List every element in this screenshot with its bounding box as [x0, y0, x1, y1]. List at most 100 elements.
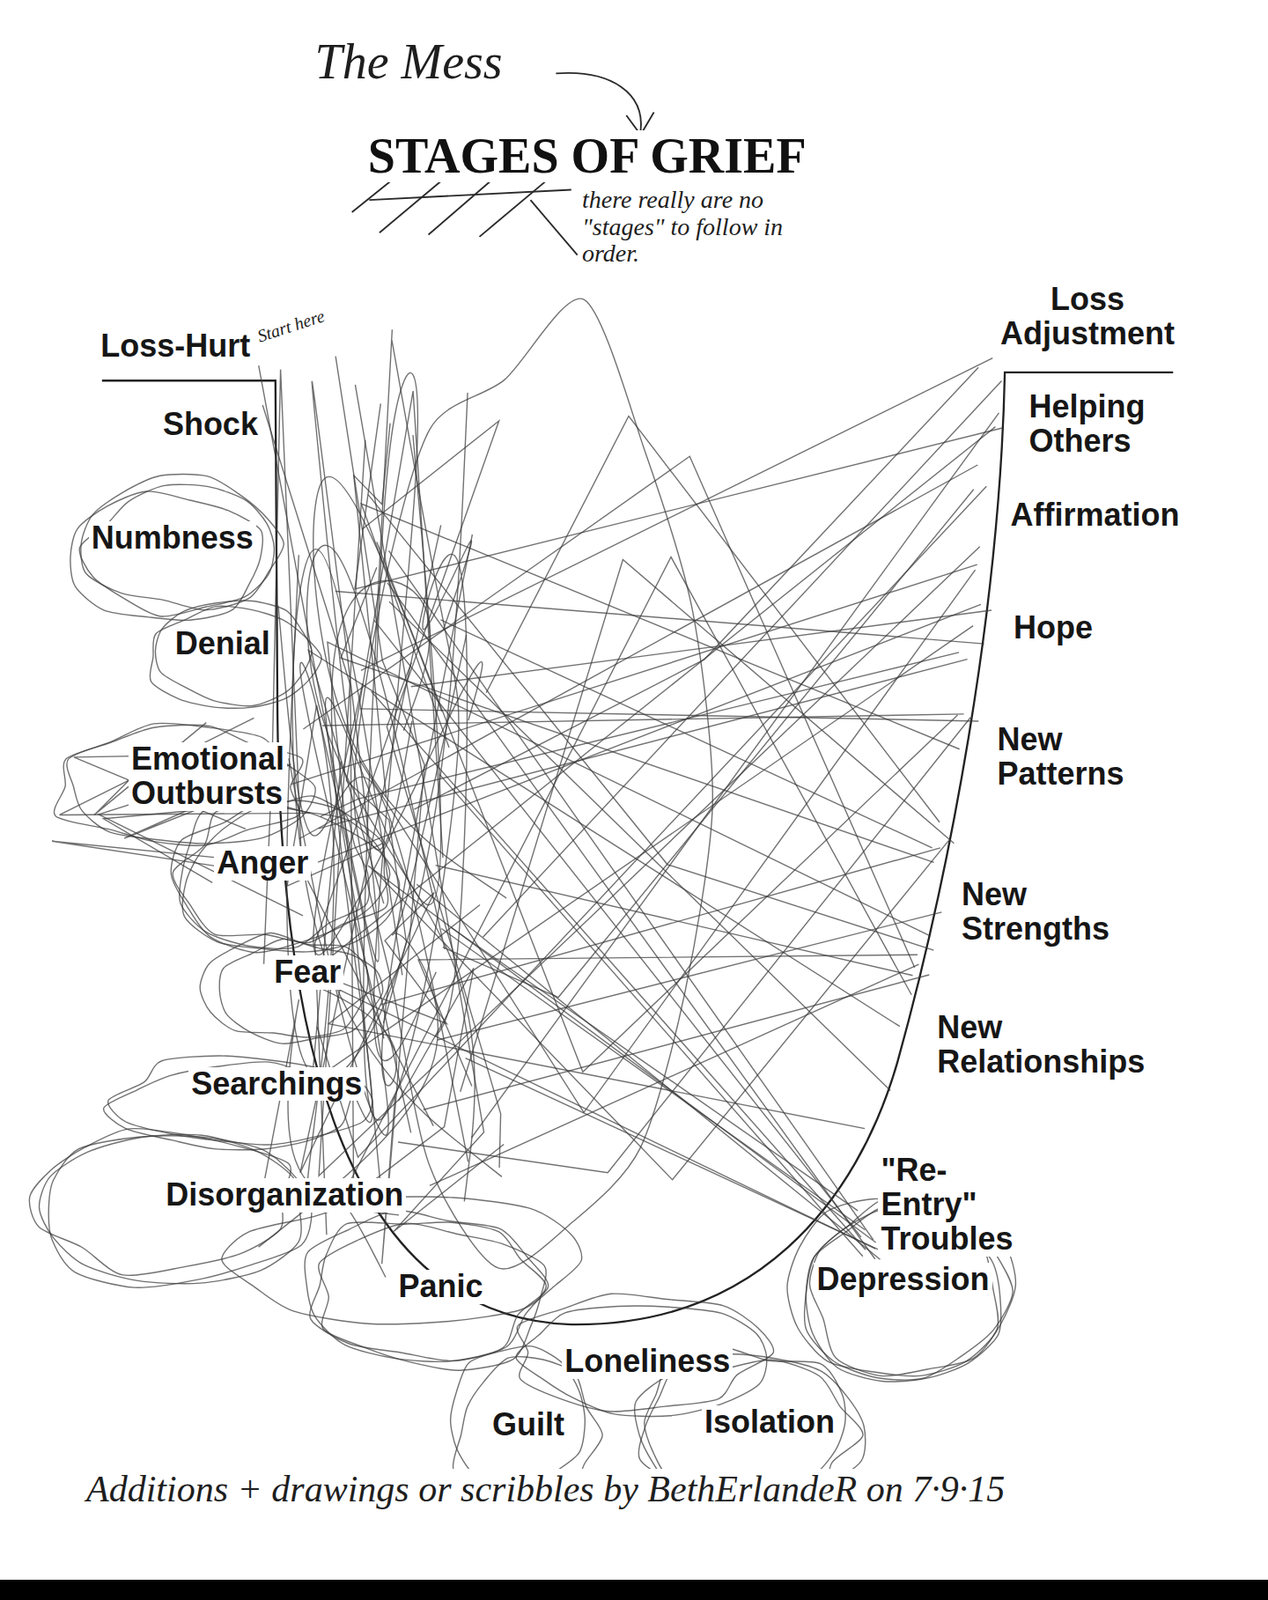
stage-name: Denial — [172, 626, 273, 662]
bottom-bar — [0, 1579, 1268, 1600]
stage-label: Searchings — [188, 1067, 365, 1102]
title-text: STAGES OF GRIEF — [365, 130, 810, 183]
scribble-stroke — [416, 884, 880, 1260]
scribble-stroke — [313, 662, 483, 956]
scribble-stroke — [331, 580, 430, 1122]
stage-label: Depression — [813, 1262, 992, 1298]
scribble-stroke — [264, 368, 435, 1126]
handwritten-note: The Mess — [311, 35, 505, 90]
mess-arrow — [555, 73, 642, 131]
stage-label: Fear — [271, 955, 344, 990]
stage-name: Loneliness — [561, 1344, 733, 1379]
stage-label: Anger — [213, 846, 311, 881]
stage-label: Denial — [172, 626, 273, 662]
scribble-stroke — [306, 545, 475, 1202]
scribble-stroke — [288, 434, 442, 1136]
scribble-stroke — [368, 865, 877, 1243]
stage-name: New Strengths — [958, 877, 1113, 947]
scribble-stroke — [441, 928, 865, 1230]
stage-name: Hope — [1010, 611, 1096, 646]
stage-name: Panic — [395, 1269, 486, 1305]
stage-label: "Re-Entry" Troubles — [877, 1153, 1016, 1257]
handwritten-note: there really are no "stages" to follow i… — [579, 186, 849, 268]
stage-label: New Patterns — [995, 722, 1128, 792]
stage-label: Loss-Hurt — [97, 329, 253, 364]
stage-name: Loss Adjustment — [997, 282, 1178, 352]
scribble-stroke — [371, 691, 866, 1250]
stage-name: Isolation — [701, 1405, 838, 1440]
stage-name: Numbness — [88, 521, 257, 556]
scribble-stroke — [423, 974, 929, 1110]
scribble-stroke — [221, 1196, 583, 1325]
scribble-stroke — [450, 927, 858, 1210]
handwritten-note: Start here — [251, 304, 329, 347]
note-leader — [530, 199, 577, 256]
stage-label: Hope — [1010, 611, 1096, 646]
stage-name: Loss-Hurt — [97, 329, 253, 364]
handwritten-text: The Mess — [311, 35, 505, 90]
handwritten-text: Start here — [251, 304, 329, 347]
scribble-stroke — [413, 367, 979, 810]
stage-label: Isolation — [701, 1405, 838, 1440]
scribble-stroke — [317, 604, 981, 863]
chart-title: STAGES OF GRIEF — [365, 130, 810, 183]
scribble-stroke — [387, 582, 876, 1260]
stage-name: Helping Others — [1025, 390, 1148, 459]
scribble-group — [29, 298, 1016, 1508]
stage-name: Emotional Outbursts — [128, 742, 288, 811]
stage-label: Panic — [395, 1269, 486, 1305]
scribble-stroke — [439, 774, 863, 1256]
stage-name: Depression — [813, 1262, 992, 1298]
scribble-stroke — [320, 652, 959, 817]
handwritten-text: there really are no "stages" to follow i… — [579, 186, 849, 268]
scribble-stroke — [418, 954, 918, 1086]
scribble-stroke — [368, 494, 934, 951]
scribble-stroke — [422, 540, 472, 1037]
scribble-stroke — [66, 722, 316, 844]
scribble-stroke — [103, 809, 214, 884]
scribble-stroke — [440, 619, 932, 848]
scribble-stroke — [317, 486, 987, 1158]
stage-label: Guilt — [489, 1408, 568, 1443]
stage-name: Guilt — [489, 1408, 568, 1443]
stage-name: Fear — [271, 955, 344, 990]
hatch-stroke — [368, 190, 571, 201]
scribble-stroke — [354, 384, 504, 1232]
caption-text: Additions + drawings or scribbles by Bet… — [83, 1468, 1008, 1510]
stage-label: Loneliness — [561, 1344, 733, 1379]
scribble-stroke — [353, 298, 713, 1269]
scribble-stroke — [354, 403, 1003, 590]
stage-name: Searchings — [188, 1067, 365, 1102]
caption: Additions + drawings or scribbles by Bet… — [83, 1468, 1008, 1510]
scribble-stroke — [154, 600, 312, 707]
scribble-stroke — [471, 412, 1000, 1138]
stage-label: New Relationships — [934, 1010, 1148, 1080]
stage-name: Anger — [213, 846, 311, 881]
stage-label: Emotional Outbursts — [128, 742, 288, 811]
scribble-stroke — [335, 356, 425, 1265]
stage-label: Helping Others — [1025, 390, 1148, 459]
scribble-stroke — [79, 484, 274, 617]
scribble-stroke — [373, 840, 949, 1180]
scribble-stroke — [388, 550, 873, 1240]
scribble-stroke — [460, 559, 955, 1092]
stage-name: New Relationships — [934, 1010, 1148, 1080]
stage-label: New Strengths — [958, 877, 1113, 947]
stage-label: Numbness — [88, 521, 257, 556]
stage-label: Shock — [160, 407, 261, 443]
stage-name: Affirmation — [1008, 498, 1183, 533]
stage-name: "Re-Entry" Troubles — [877, 1153, 1016, 1257]
scribble-stroke — [374, 619, 862, 1238]
scribble-stroke — [516, 1293, 774, 1412]
stage-name: Disorganization — [162, 1178, 406, 1213]
scribble-stroke — [81, 473, 284, 610]
scribble-stroke — [465, 1058, 892, 1256]
scribble-stroke — [258, 634, 467, 1247]
stage-label: Disorganization — [162, 1178, 406, 1213]
stage-name: New Patterns — [995, 722, 1128, 792]
scribble-stroke — [359, 569, 975, 1113]
stage-name: Shock — [160, 407, 261, 443]
scribble-stroke — [53, 724, 303, 846]
